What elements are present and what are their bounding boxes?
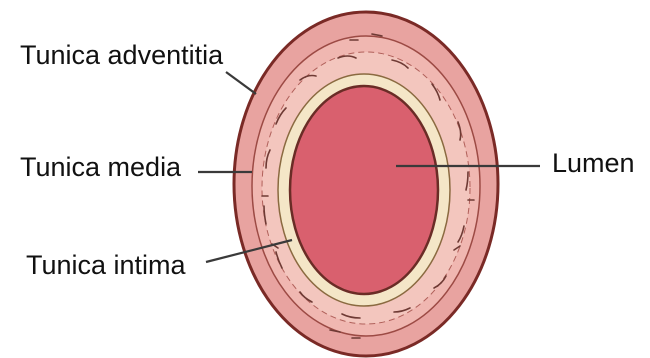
tunica-media-label: Tunica media: [20, 152, 182, 182]
lumen-label: Lumen: [552, 148, 635, 178]
tunica-intima-label: Tunica intima: [26, 250, 187, 280]
tunica-adventitia-label: Tunica adventitia: [20, 40, 224, 70]
adventitia-leader-line: [226, 72, 256, 94]
lumen-area: [290, 86, 438, 294]
